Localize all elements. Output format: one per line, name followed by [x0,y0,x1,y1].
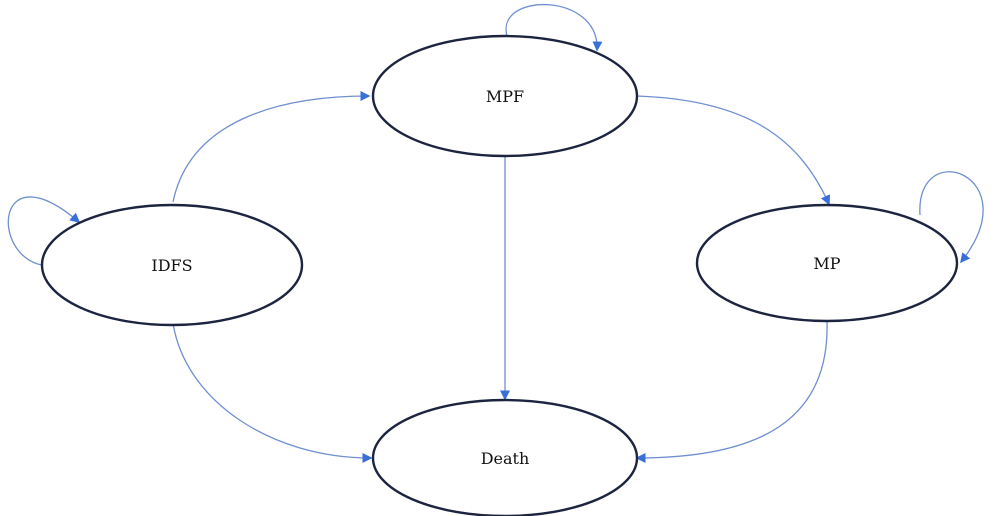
edge-mpf-self-loop [505,3,603,52]
node-idfs[interactable]: IDFS [40,203,304,327]
edge-idfs-to-death [172,322,373,463]
node-mpf-ellipse [371,34,639,158]
edge-mp-to-death [635,320,828,463]
node-idfs-ellipse [40,203,304,327]
node-death-label: Death [481,449,530,468]
node-mpf-label: MPF [486,87,524,106]
node-mpf[interactable]: MPF [371,34,639,158]
node-mp-label: MP [813,254,840,273]
edge-mp-self-loop [919,171,984,264]
node-mp[interactable]: MP [695,203,959,323]
node-death[interactable]: Death [371,398,639,516]
edge-idfs-self-loop [7,196,81,266]
edge-idfs-to-mpf [172,91,371,203]
edges [7,3,984,463]
node-mp-ellipse [695,203,959,323]
edge-mpf-to-mp [636,95,831,206]
node-death-ellipse [371,398,639,516]
node-idfs-label: IDFS [151,256,192,275]
